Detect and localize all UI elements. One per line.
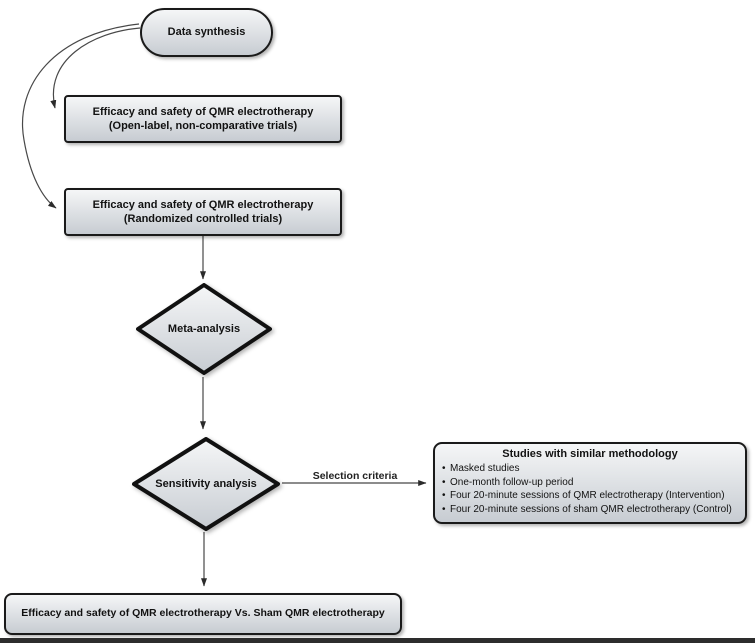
- node-result: Efficacy and safety of QMR electrotherap…: [4, 593, 402, 635]
- studies-bullet: Four 20-minute sessions of sham QMR elec…: [441, 503, 739, 517]
- studies-bullet: One-month follow-up period: [441, 476, 739, 490]
- node-meta-analysis: Meta-analysis: [134, 281, 274, 377]
- node-studies-box: Studies with similar methodology Masked …: [433, 442, 747, 524]
- bottom-border-bar: [0, 638, 755, 643]
- node-data-synthesis: Data synthesis: [140, 8, 273, 57]
- open-label-line2: (Open-label, non-comparative trials): [108, 120, 298, 132]
- data-synthesis-label: Data synthesis: [167, 26, 246, 39]
- result-label: Efficacy and safety of QMR electrotherap…: [21, 607, 385, 620]
- studies-bullet-list: Masked studies One-month follow-up perio…: [441, 462, 739, 516]
- meta-analysis-label: Meta-analysis: [167, 323, 241, 335]
- rct-line2: (Randomized controlled trials): [123, 213, 283, 225]
- studies-bullet: Four 20-minute sessions of QMR electroth…: [441, 489, 739, 503]
- edge-selection-criteria-label: Selection criteria: [312, 470, 398, 482]
- node-open-label-trials: Efficacy and safety of QMR electrotherap…: [64, 95, 342, 143]
- sensitivity-analysis-label: Sensitivity analysis: [155, 478, 257, 490]
- node-sensitivity-analysis: Sensitivity analysis: [130, 435, 282, 533]
- rct-line1: Efficacy and safety of QMR electrotherap…: [92, 198, 314, 211]
- sensitivity-diamond-shape: [132, 437, 280, 531]
- meta-analysis-diamond-shape: [136, 283, 272, 375]
- open-label-line1: Efficacy and safety of QMR electrotherap…: [92, 105, 314, 118]
- studies-box-title: Studies with similar methodology: [502, 448, 678, 460]
- node-rct-trials: Efficacy and safety of QMR electrotherap…: [64, 188, 342, 236]
- studies-bullet: Masked studies: [441, 462, 739, 476]
